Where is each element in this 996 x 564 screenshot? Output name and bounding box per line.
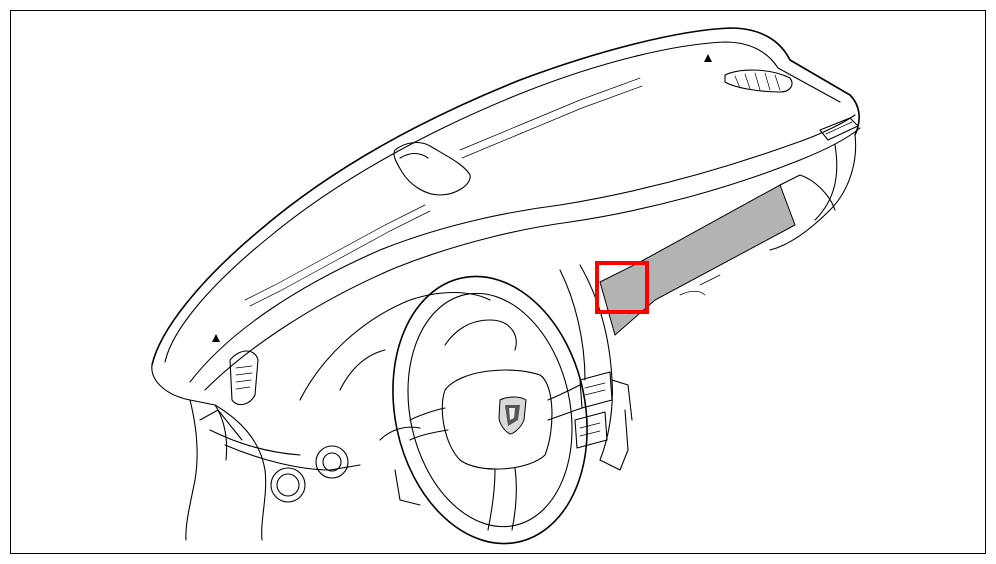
diagram-frame <box>10 10 986 554</box>
steering-wheel-icon <box>379 275 588 545</box>
air-vent-icon <box>724 69 793 93</box>
dashboard-outline-icon <box>151 27 861 541</box>
porsche-crest-icon <box>498 396 527 435</box>
highlight-box-icon <box>595 261 649 314</box>
